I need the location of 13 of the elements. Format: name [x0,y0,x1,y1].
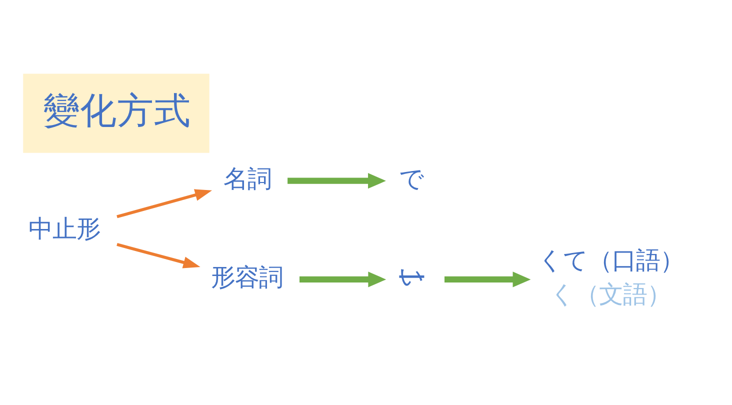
arrow [116,188,212,218]
node-text: で [399,163,424,192]
node-text: 形容詞 [211,262,284,292]
node-text: くて（口語） [538,244,684,274]
diagram-title: 變化方式 [43,88,192,132]
node-text: 中止形 [28,213,101,242]
node-text: い [399,260,424,290]
arrow [300,271,386,287]
node-text: 名詞 [223,163,272,192]
arrow [288,172,386,188]
arrow [116,242,200,268]
arrow [444,271,531,287]
node-label: く（文語） [550,279,672,308]
